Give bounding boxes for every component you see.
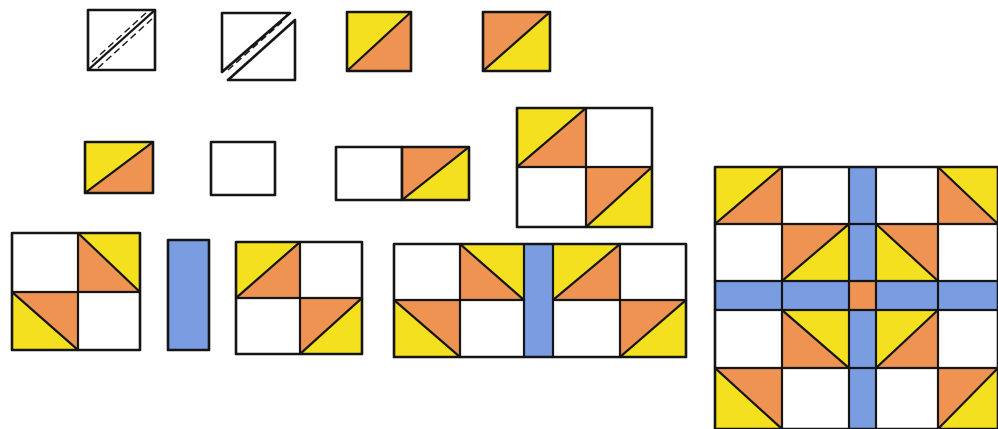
finished-quilt-block xyxy=(715,167,998,429)
half-square-triangle-orange-top xyxy=(483,12,550,71)
square-cut-diagonal xyxy=(222,13,295,80)
sashed-block-row xyxy=(394,244,686,357)
half-square-triangle-yellow-top xyxy=(347,12,411,71)
four-patch-block-a xyxy=(12,233,140,350)
four-patch-block-b xyxy=(236,242,362,354)
four-patch-unit xyxy=(517,108,652,227)
half-square-triangle-unit xyxy=(85,142,153,193)
blue-sashing-strip xyxy=(168,240,209,350)
white-square-and-hst-pair xyxy=(336,147,469,200)
plain-white-square xyxy=(211,142,275,195)
square-with-sewing-lines xyxy=(88,10,155,70)
